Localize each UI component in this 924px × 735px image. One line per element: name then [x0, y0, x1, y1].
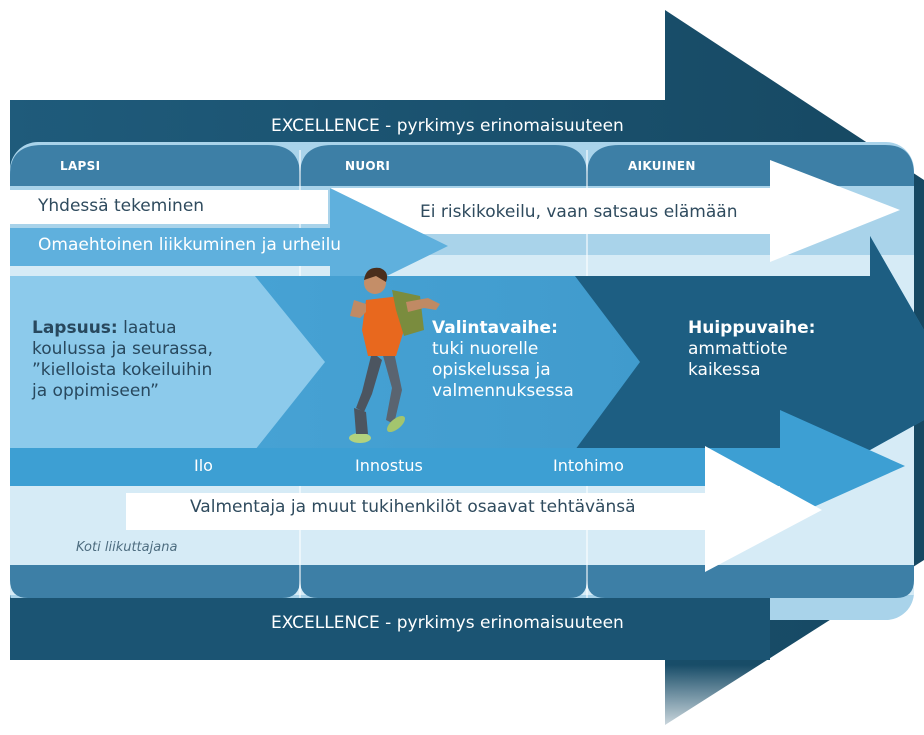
together-bar — [10, 190, 328, 224]
top-excellence-title: EXCELLENCE - pyrkimys erinomaisuuteen — [271, 116, 624, 136]
bottom-excellence-title: EXCELLENCE - pyrkimys erinomaisuuteen — [271, 613, 624, 633]
stage-label-aikuinen: AIKUINEN — [628, 159, 696, 173]
stage-label-lapsi: LAPSI — [60, 159, 101, 173]
childhood-line: ”kielloista kokeiluihin — [32, 360, 213, 380]
feeling-innostus: Innostus — [355, 456, 423, 475]
bottom-excellence-band — [10, 598, 770, 660]
coaches-arrow — [126, 446, 822, 572]
selection-heading: Valintavaihe: — [432, 318, 558, 338]
childhood-phase-shape — [10, 276, 325, 450]
childhood-line: ja oppimiseen” — [32, 381, 159, 401]
self-initiated-arrow — [10, 188, 448, 304]
selection-line: opiskelussa ja — [432, 360, 551, 380]
feeling-ilo: Ilo — [194, 456, 213, 475]
jumping-youth-figure — [349, 267, 440, 443]
stage-label-nuori: NUORI — [345, 159, 391, 173]
childhood-phase-text: Lapsuus: laatua koulussa ja seurassa, ”k… — [32, 318, 213, 402]
feelings-arrow — [10, 410, 905, 522]
bottom-fade — [0, 665, 924, 735]
feeling-intohimo: Intohimo — [553, 456, 624, 475]
commitment-label: Ei riskikokeilu, vaan satsaus elämään — [420, 202, 738, 222]
childhood-line: koulussa ja seurassa, — [32, 339, 214, 359]
together-label: Yhdessä tekeminen — [38, 196, 205, 216]
commitment-arrow — [330, 160, 900, 262]
selection-phase-text: Valintavaihe: tuki nuorelle opiskelussa … — [432, 318, 574, 402]
selection-line: valmennuksessa — [432, 381, 574, 401]
home-note: Koti liikuttajana — [76, 540, 178, 555]
peak-phase-shape — [575, 236, 924, 450]
childhood-line: laatua — [123, 318, 177, 338]
self-initiated-label: Omaehtoinen liikkuminen ja urheilu — [38, 235, 342, 255]
selection-line: tuki nuorelle — [432, 339, 539, 359]
stage-tab-bottom-2 — [300, 565, 587, 598]
peak-heading: Huippuvaihe: — [688, 318, 816, 338]
stage-tab-lapsi — [10, 145, 300, 186]
childhood-heading: Lapsuus: — [32, 318, 118, 338]
stage-tab-aikuinen — [587, 145, 914, 186]
peak-line: ammattiote — [688, 339, 788, 359]
stage-tab-bottom-1 — [10, 565, 300, 598]
peak-line: kaikessa — [688, 360, 761, 380]
stage-tab-bottom-3 — [587, 565, 914, 598]
peak-phase-text: Huippuvaihe: ammattiote kaikessa — [688, 318, 815, 381]
stage-tab-nuori — [300, 145, 587, 186]
coaches-label: Valmentaja ja muut tukihenkilöt osaavat … — [190, 497, 636, 517]
